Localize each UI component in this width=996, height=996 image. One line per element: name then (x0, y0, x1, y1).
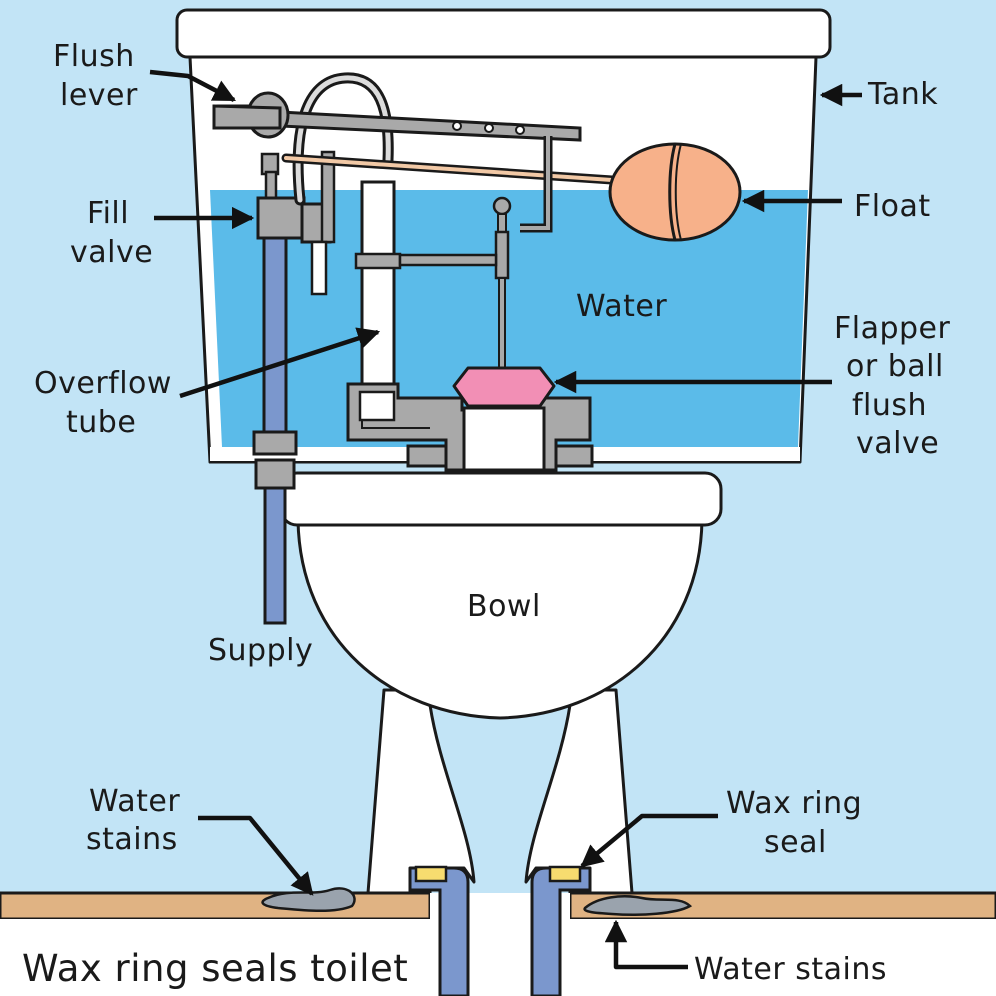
arrow-wax-ring (580, 813, 718, 868)
flapper (452, 366, 556, 408)
arrow-flush-lever (149, 69, 236, 102)
label-bowl: Bowl (467, 589, 541, 624)
arrow-water-stains-left (198, 815, 314, 896)
arrow-water-stains-right (604, 919, 688, 970)
float-seam (668, 143, 677, 241)
label-water-stains-right: Water stains (694, 952, 887, 987)
wax-ring-left (414, 865, 448, 883)
supply-pipe (263, 486, 287, 625)
label-flush-lever: Flush lever (53, 39, 145, 113)
tank-lid (175, 8, 832, 59)
toilet-bowl (296, 518, 704, 720)
flush-valve-seat (346, 382, 594, 472)
tank-floor-right (590, 447, 800, 461)
flush-lever-assembly (212, 91, 582, 371)
tank-floor-left (210, 447, 408, 461)
float-arm-inner (284, 156, 614, 182)
water-stain-right (583, 895, 693, 916)
label-tank: Tank (867, 77, 938, 112)
label-float: Float (854, 189, 931, 224)
overflow-tube (354, 180, 498, 399)
label-fill-valve: Fill valve (70, 196, 153, 270)
arrow-overflow-tube (179, 327, 381, 399)
label-water-stains-left: Water stains (86, 784, 190, 857)
caption: Wax ring seals toilet (22, 947, 408, 990)
bowl-rim (279, 471, 723, 527)
label-overflow-tube: Overflow tube (34, 366, 182, 440)
label-wax-ring-seal: Wax ring seal (726, 786, 872, 860)
label-supply: Supply (208, 633, 313, 668)
label-water: Water (576, 289, 667, 324)
wax-ring-right (548, 865, 582, 883)
label-flapper: Flapper or ball flush valve (834, 311, 960, 461)
fill-valve (252, 150, 336, 490)
